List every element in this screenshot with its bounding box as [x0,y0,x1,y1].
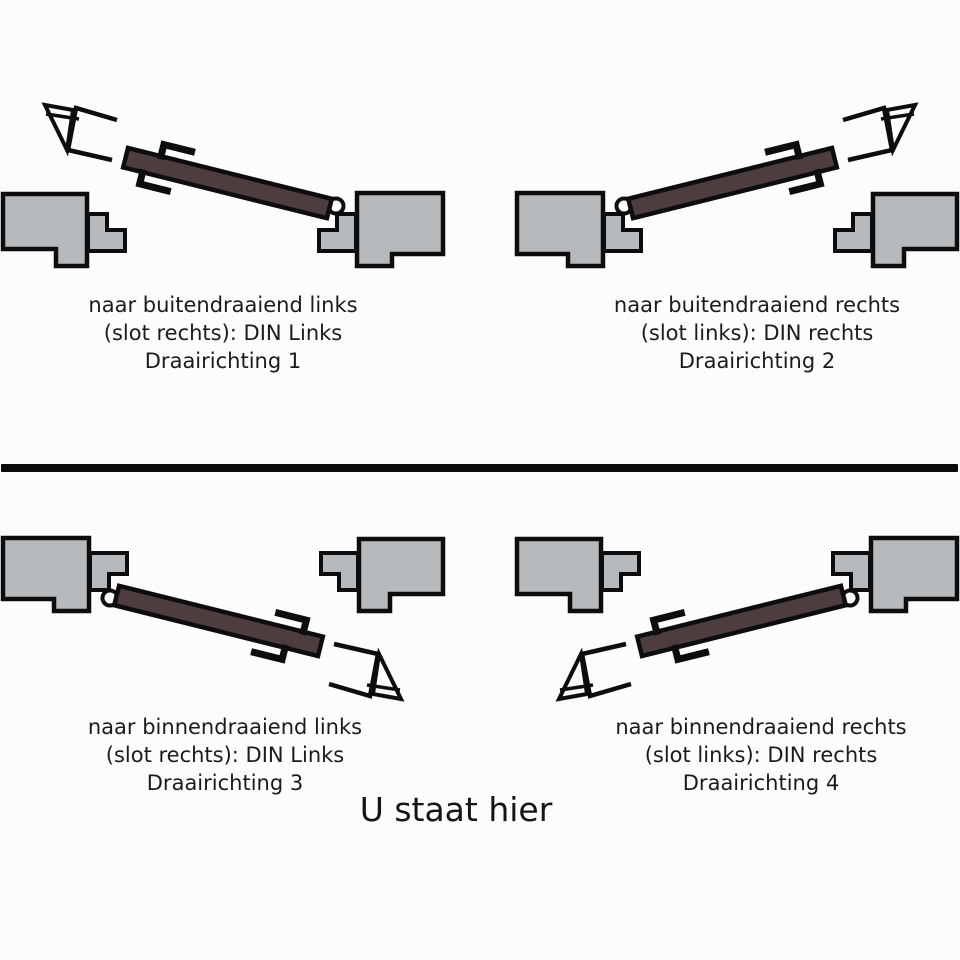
door-handle-icon [788,168,825,196]
swing-arrow-icon [842,102,919,163]
divider-line [1,464,958,472]
door-leaf [634,583,849,659]
door-handle-icon [156,140,196,160]
wall-right [514,190,606,269]
door-frame-left [86,212,127,253]
door-leaf-group [634,583,849,664]
open-door-outline [579,641,632,699]
door-leaf-group [111,583,326,664]
quadrant-4-label: naar binnendraaiend rechts (slot links):… [541,713,960,797]
door-leaf-group [625,140,840,221]
wall-segments [514,190,960,269]
open-door-outline [842,105,895,163]
wall-right [868,535,960,614]
label-line: (slot links): DIN rechts [640,321,874,345]
door-handle-icon [135,168,172,196]
quadrant-2-label: naar buitendraaiend rechts (slot links):… [537,291,960,375]
wall-left [514,536,604,614]
swing-arrow-icon [555,641,632,702]
door-handle-icon [670,644,710,664]
arrowhead [41,102,76,157]
door-leaf [120,145,335,221]
wall-right [0,535,92,614]
door-leaf [111,583,326,659]
label-line: naar binnendraaiend rechts [615,715,907,739]
wall-left [0,191,90,269]
quadrant-2-diagram [514,102,960,269]
quadrant-1-label: naar buitendraaiend links (slot rechts):… [3,291,443,375]
you-are-here-label: U staat hier [359,790,553,829]
quadrant-3-label: naar binnendraaiend links (slot rechts):… [5,713,445,797]
label-line: (slot rechts): DIN Links [105,743,345,767]
label-line: (slot links): DIN rechts [644,743,878,767]
quadrant-3-diagram [0,535,446,702]
label-line: Draairichting 3 [146,771,304,795]
door-handle-icon [764,140,804,160]
swing-arrow-icon [328,641,405,702]
label-line: Draairichting 4 [682,771,840,795]
door-frame-left [833,212,874,253]
door-frame-left [319,551,360,592]
swing-arrow-icon [41,102,118,163]
arrow-shaft-line [559,683,594,692]
door-leaf [625,145,840,221]
door-handle-icon [649,608,686,636]
door-handle-icon [250,644,290,664]
door-frame-left [600,551,641,592]
label-line: naar binnendraaiend links [87,715,363,739]
label-line: Draairichting 2 [678,349,836,373]
door-handle-icon [274,608,311,636]
label-line: naar buitendraaiend rechts [613,293,901,317]
label-line: (slot rechts): DIN Links [103,321,343,345]
wall-segments [514,535,960,614]
door-leaf-group [120,140,335,221]
quadrant-4-diagram [514,535,960,702]
wall-left [870,191,960,269]
arrowhead [884,102,919,157]
wall-right [354,190,446,269]
arrowhead [555,647,590,702]
open-door-outline [328,641,381,699]
arrow-shaft-line [880,112,915,121]
quadrant-1-diagram [0,102,446,269]
wall-segments [0,535,446,614]
label-line: naar buitendraaiend links [88,293,358,317]
arrow-shaft-line [45,112,80,121]
open-door-outline [65,105,118,163]
arrowhead [370,647,405,702]
wall-segments [0,190,446,269]
arrow-shaft-line [366,683,401,692]
label-line: Draairichting 1 [144,349,302,373]
wall-left [356,536,446,614]
